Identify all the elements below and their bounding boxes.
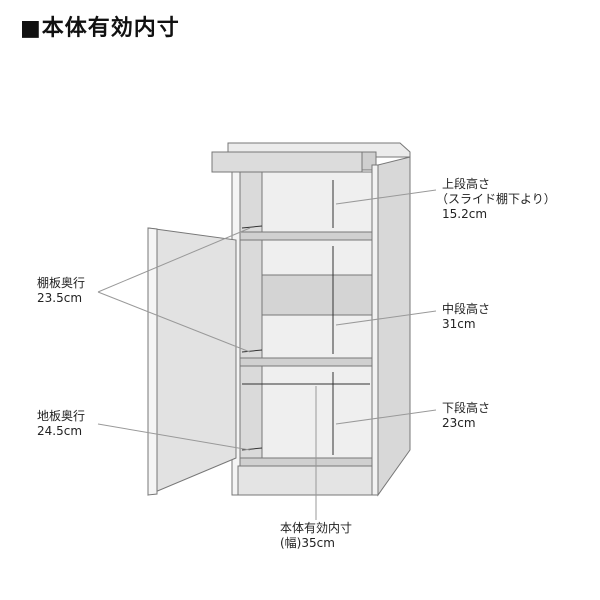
floor-depth-value: 24.5cm bbox=[37, 424, 83, 438]
lower-height-value: 23cm bbox=[442, 416, 476, 430]
upper-height-value: 15.2cm bbox=[442, 207, 488, 221]
middle-height-value: 31cm bbox=[442, 317, 476, 331]
lower-height-label: 下段高さ 23cm bbox=[442, 401, 490, 431]
page-title: ■本体有効内寸 bbox=[20, 16, 180, 41]
shelf-depth-name: 棚板奥行 bbox=[37, 276, 86, 290]
shelf-depth-value: 23.5cm bbox=[37, 291, 83, 305]
slide-shelf bbox=[211, 151, 363, 173]
middle-height-name: 中段高さ bbox=[442, 302, 491, 316]
upper-height-note: （スライド棚下より） bbox=[436, 192, 556, 206]
shelf-middle bbox=[239, 357, 373, 367]
middle-height-label: 中段高さ 31cm bbox=[442, 302, 490, 332]
floor-board bbox=[239, 457, 373, 467]
plinth bbox=[237, 465, 373, 496]
shelf-depth-label: 棚板奥行 23.5cm bbox=[37, 276, 85, 306]
right-side-panel bbox=[377, 156, 411, 497]
floor-depth-name: 地板奥行 bbox=[37, 409, 86, 423]
shelf-upper bbox=[239, 231, 373, 241]
inner-width-label: 本体有効内寸 (幅)35cm bbox=[280, 521, 352, 551]
door bbox=[147, 227, 237, 496]
floor-depth-label: 地板奥行 24.5cm bbox=[37, 409, 85, 439]
inner-width-value: (幅)35cm bbox=[280, 536, 335, 550]
inner-width-name: 本体有効内寸 bbox=[280, 521, 353, 535]
upper-height-name: 上段高さ bbox=[442, 177, 491, 191]
lower-height-name: 下段高さ bbox=[442, 401, 491, 415]
inner-box bbox=[261, 274, 373, 316]
upper-height-label: 上段高さ （スライド棚下より） 15.2cm bbox=[436, 177, 556, 222]
